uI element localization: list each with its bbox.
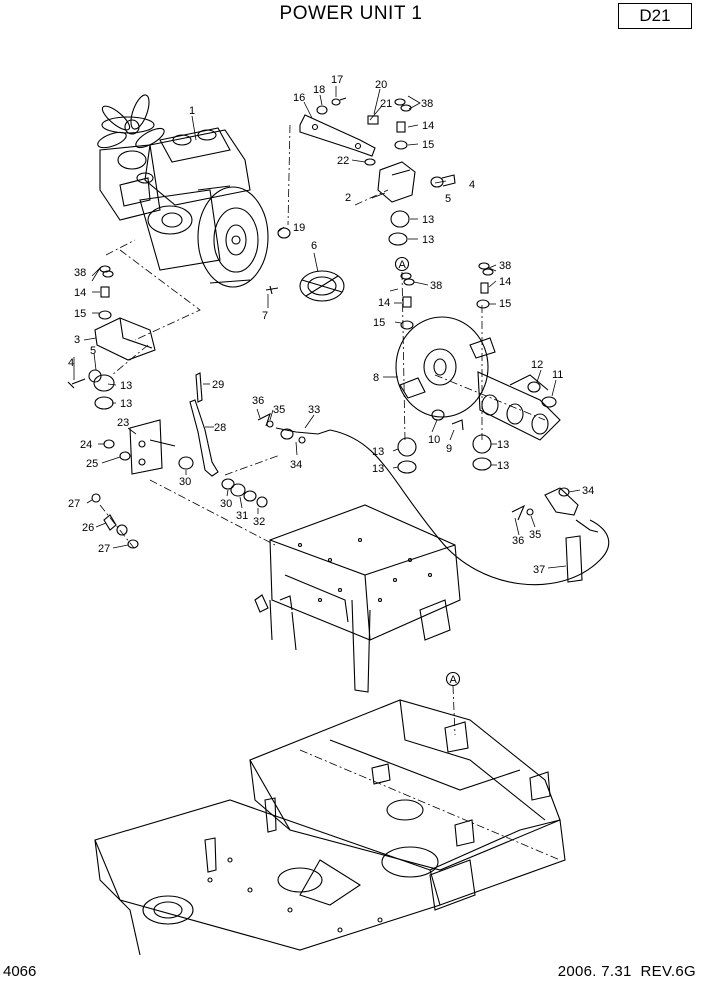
callout-9: 9 xyxy=(446,443,452,455)
callout-10: 10 xyxy=(428,434,440,446)
bracket-assembly-upper xyxy=(277,97,456,246)
revision-code: REV.6G xyxy=(640,963,696,980)
callout-27: 27 xyxy=(68,498,80,510)
callout-5: 5 xyxy=(445,193,451,205)
callout-16: 16 xyxy=(293,92,305,104)
callout-23: 23 xyxy=(117,417,129,429)
callout-14: 14 xyxy=(422,120,434,132)
callout-18: 18 xyxy=(313,84,325,96)
callout-12: 12 xyxy=(531,359,543,371)
callout-33: 33 xyxy=(308,404,320,416)
callout-38: 38 xyxy=(430,280,442,292)
callout-38: 38 xyxy=(421,98,433,110)
callout-26: 26 xyxy=(82,522,94,534)
callout-38: 38 xyxy=(499,260,511,272)
callout-35: 35 xyxy=(273,404,285,416)
callout-31: 31 xyxy=(236,510,248,522)
drawing-code-box: D21 xyxy=(618,3,692,29)
callout-4: 4 xyxy=(469,179,475,191)
callout-36: 36 xyxy=(512,535,524,547)
callout-13: 13 xyxy=(120,380,132,392)
callout-13: 13 xyxy=(372,446,384,458)
callout-22: 22 xyxy=(337,155,349,167)
callout-29: 29 xyxy=(212,379,224,391)
callout-7: 7 xyxy=(262,310,268,322)
frame-plate-drawing xyxy=(254,504,461,693)
revision-date: 2006. 7.31 xyxy=(557,963,632,980)
callout-27: 27 xyxy=(98,543,110,555)
revision-info: 2006. 7.31 REV.6G xyxy=(558,963,696,980)
callout-15: 15 xyxy=(74,308,86,320)
cable-bracket-right xyxy=(511,487,599,583)
callout-13: 13 xyxy=(422,214,434,226)
callout-14: 14 xyxy=(378,297,390,309)
coupling-drawing xyxy=(265,270,345,302)
upper-frame-drawing xyxy=(94,699,566,956)
callout-4: 4 xyxy=(68,357,74,369)
left-mount-drawing xyxy=(67,265,156,410)
page-number: 4066 xyxy=(3,963,37,980)
callout-15: 15 xyxy=(499,298,511,310)
construction-lines xyxy=(99,124,561,861)
callout-37: 37 xyxy=(533,564,545,576)
callout-11: 11 xyxy=(552,369,563,381)
callout-5: 5 xyxy=(90,345,96,357)
callout-30: 30 xyxy=(179,476,191,488)
callout-35: 35 xyxy=(529,529,541,541)
callout-8: 8 xyxy=(373,372,379,384)
callout-3: 3 xyxy=(74,334,80,346)
callout-36: 36 xyxy=(252,395,264,407)
callout-1: 1 xyxy=(189,105,195,117)
callout-15: 15 xyxy=(373,317,385,329)
callout-32: 32 xyxy=(253,516,265,528)
callout-15: 15 xyxy=(422,139,434,151)
engine-drawing xyxy=(97,94,269,288)
callout-13: 13 xyxy=(497,460,509,472)
callout-19: 19 xyxy=(293,222,305,234)
callout-38: 38 xyxy=(74,267,86,279)
callout-28: 28 xyxy=(214,422,226,434)
callout-21: 21 xyxy=(380,98,392,110)
callout-labels: 1 2 3 4 4 5 5 6 7 8 9 10 11 12 13 13 13 … xyxy=(68,74,594,686)
throttle-cable xyxy=(329,429,610,586)
page-title: POWER UNIT 1 xyxy=(279,3,423,24)
callout-30: 30 xyxy=(220,498,232,510)
reference-circle-a-upper xyxy=(394,256,410,272)
callout-25: 25 xyxy=(86,458,98,470)
reference-letter-a-upper: A xyxy=(399,259,407,271)
diagram-linework xyxy=(67,94,610,956)
pump-and-plate-drawing xyxy=(395,262,561,474)
callout-34: 34 xyxy=(582,485,594,497)
callout-17: 17 xyxy=(331,74,343,86)
leader-lines xyxy=(73,86,581,569)
throttle-linkage-drawing xyxy=(91,372,331,549)
callout-24: 24 xyxy=(80,439,92,451)
reference-letter-a-lower: A xyxy=(450,674,458,686)
callout-13: 13 xyxy=(497,439,509,451)
callout-34: 34 xyxy=(290,459,302,471)
callout-20: 20 xyxy=(375,79,387,91)
callout-13: 13 xyxy=(422,234,434,246)
callout-2: 2 xyxy=(345,192,351,204)
callout-14: 14 xyxy=(499,276,511,288)
callout-14: 14 xyxy=(74,287,86,299)
reference-circle-a-lower xyxy=(445,671,461,687)
callout-13: 13 xyxy=(120,398,132,410)
callout-6: 6 xyxy=(311,240,317,252)
callout-13: 13 xyxy=(372,463,384,475)
